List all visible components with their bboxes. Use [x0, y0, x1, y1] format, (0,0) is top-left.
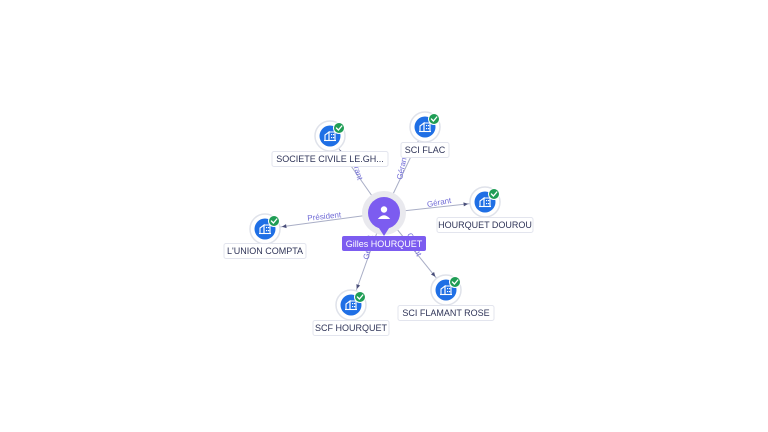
edge-relation-label: Gérant: [426, 196, 452, 209]
building-icon: [440, 284, 452, 296]
building-icon: [259, 223, 271, 235]
company-node-societe-civile[interactable]: SOCIETE CIVILE LE.GH...: [271, 120, 389, 167]
company-label: SCI FLAMANT ROSE: [402, 308, 489, 318]
edge-relation-label: Président: [307, 210, 342, 223]
building-icon: [479, 196, 491, 208]
edge-arrow: [430, 271, 436, 277]
center-node-circle: [368, 197, 400, 229]
verified-check-icon: [268, 215, 280, 227]
center-node[interactable]: Gilles HOURQUET: [342, 191, 426, 251]
edge-arrow: [463, 202, 469, 207]
company-node-sci-flamant-rose[interactable]: SCI FLAMANT ROSE: [397, 274, 495, 321]
building-icon: [324, 130, 336, 142]
verified-check-icon: [333, 122, 345, 134]
company-label-bg: [397, 305, 495, 321]
person-icon: [377, 206, 391, 219]
building-icon: [345, 299, 357, 311]
company-label: SCI FLAC: [405, 145, 446, 155]
company-label: SOCIETE CIVILE LE.GH...: [276, 154, 384, 164]
company-label-bg: [312, 320, 390, 336]
verified-check-icon: [428, 113, 440, 125]
company-label: HOURQUET DOUROU: [438, 220, 532, 230]
company-label-bg: [223, 243, 307, 259]
company-node-scf-hourquet[interactable]: SCF HOURQUET: [312, 289, 390, 336]
company-label: L'UNION COMPTA: [227, 246, 303, 256]
edge-arrow: [281, 224, 287, 229]
verified-check-icon: [488, 188, 500, 200]
company-label-bg: [436, 217, 534, 233]
edge-arrow: [356, 284, 361, 289]
company-node-lunion-compta[interactable]: L'UNION COMPTA: [223, 213, 307, 259]
company-label-bg: [400, 142, 450, 158]
company-label-bg: [271, 151, 389, 167]
center-label-bg: [342, 236, 426, 251]
company-node-hourquet-dourou[interactable]: HOURQUET DOUROU: [436, 186, 534, 233]
center-label: Gilles HOURQUET: [346, 239, 423, 249]
building-icon: [419, 121, 431, 133]
verified-check-icon: [449, 276, 461, 288]
company-node-sci-flac[interactable]: SCI FLAC: [400, 111, 450, 158]
company-label: SCF HOURQUET: [315, 323, 388, 333]
verified-check-icon: [354, 291, 366, 303]
